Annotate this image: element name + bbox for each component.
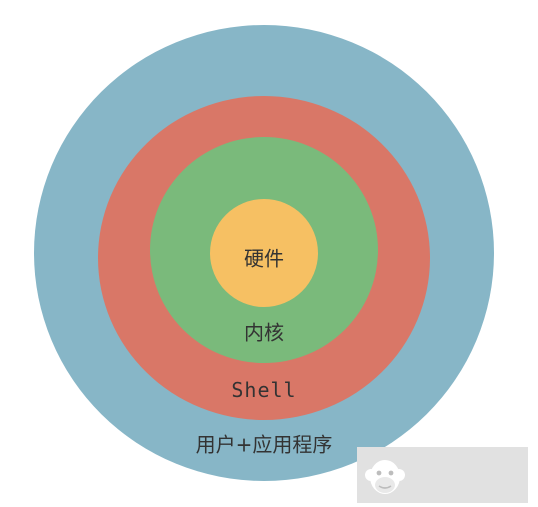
- user-apps-label: 用户+应用程序: [195, 432, 333, 457]
- monkey-face-icon: [365, 460, 405, 494]
- hardware-label: 硬件: [244, 246, 284, 271]
- kernel-label: 内核: [244, 320, 284, 345]
- watermark-logo: [357, 447, 528, 503]
- shell-label: Shell: [231, 378, 297, 402]
- hardware-core: [210, 199, 318, 307]
